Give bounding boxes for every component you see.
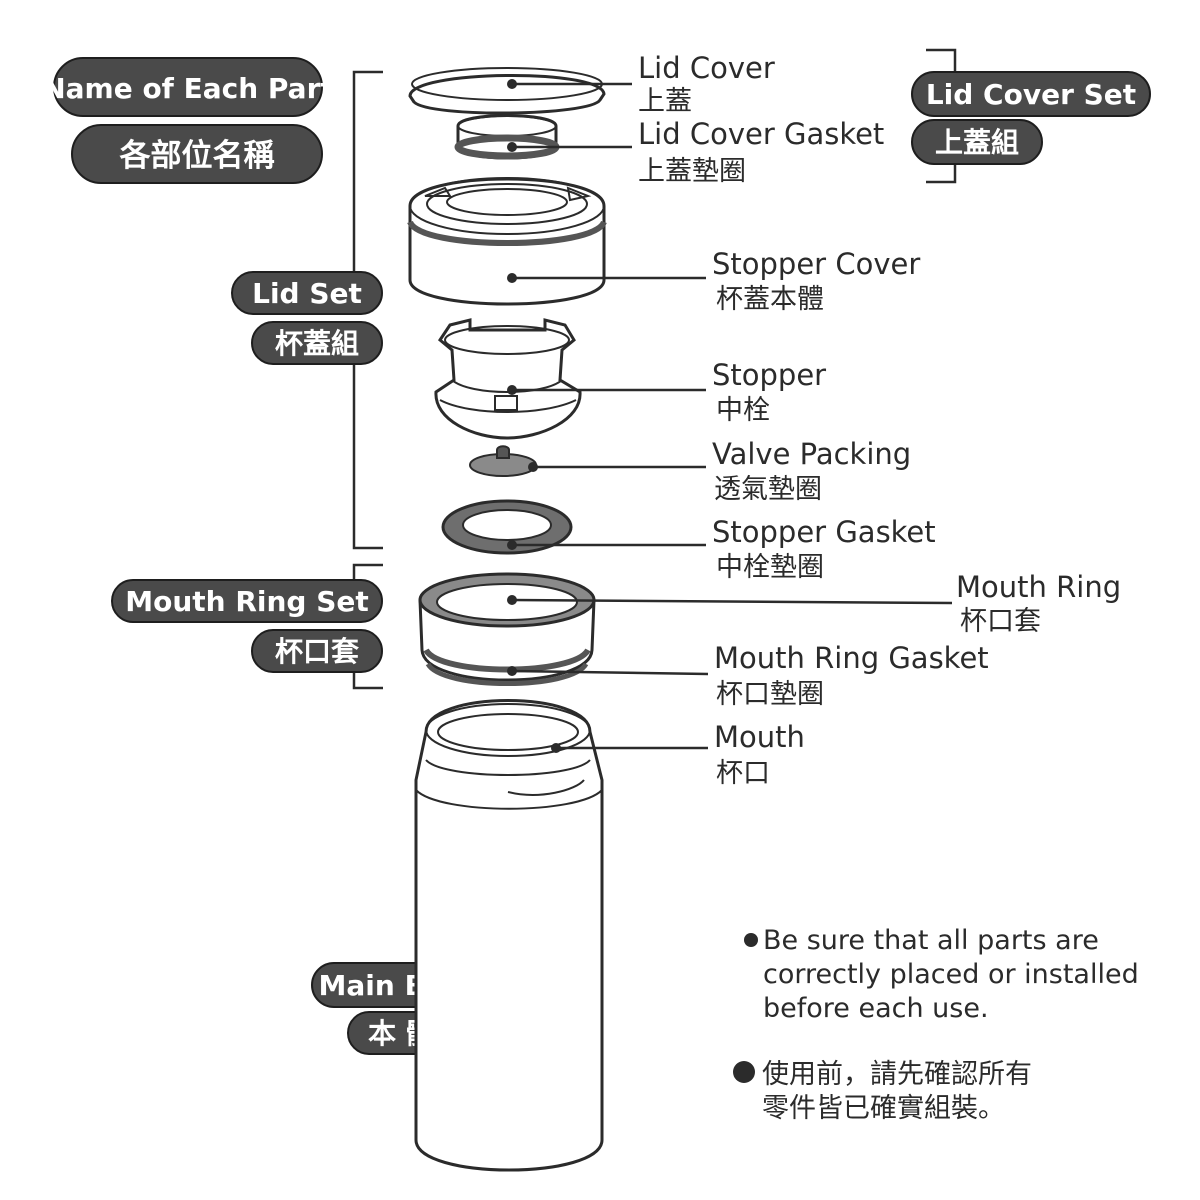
title-zh-pill: 各部位名稱 bbox=[71, 124, 323, 184]
note-en-line-2: correctly placed or installed bbox=[763, 959, 1139, 990]
leader-stopper-gasket bbox=[507, 540, 706, 550]
label-mouth-en: Mouth bbox=[714, 720, 805, 754]
lid-cover-illustration bbox=[408, 67, 606, 115]
label-mouth-ring-gasket-zh: 杯口墊圈 bbox=[716, 679, 824, 710]
lid-cover-gasket-illustration bbox=[454, 114, 560, 160]
lid-cover-set-zh-pill: 上蓋組 bbox=[911, 119, 1043, 165]
label-mouth-ring-zh: 杯口套 bbox=[960, 606, 1041, 637]
label-stopper-zh: 中栓 bbox=[716, 395, 770, 426]
label-lid-cover-zh: 上蓋 bbox=[638, 86, 692, 117]
mouth-ring-set-zh: 杯口套 bbox=[275, 635, 360, 668]
mouth-ring-set-en: Mouth Ring Set bbox=[125, 585, 369, 618]
label-lid-cover-gasket-zh: 上蓋墊圈 bbox=[638, 156, 746, 187]
lid-set-en: Lid Set bbox=[252, 277, 362, 310]
lid-cover-set-bracket bbox=[926, 48, 957, 184]
label-mouth-zh: 杯口 bbox=[716, 758, 770, 789]
main-body-illustration bbox=[414, 699, 604, 1172]
lid-set-en-pill: Lid Set bbox=[231, 271, 383, 315]
label-stopper-cover-zh: 杯蓋本體 bbox=[716, 284, 824, 315]
label-mouth-ring-en: Mouth Ring bbox=[956, 570, 1121, 604]
valve-packing-illustration bbox=[469, 445, 537, 477]
title-zh: 各部位名稱 bbox=[119, 138, 275, 174]
label-valve-packing-en: Valve Packing bbox=[712, 437, 911, 471]
note-en: Be sure that all parts are correctly pla… bbox=[744, 925, 1139, 1024]
label-lid-cover-en: Lid Cover bbox=[638, 51, 775, 85]
leader-valve-packing bbox=[528, 462, 706, 472]
leader-mouth-ring-gasket bbox=[507, 666, 709, 676]
label-stopper-cover-en: Stopper Cover bbox=[712, 247, 920, 281]
mouth-ring-set-zh-pill: 杯口套 bbox=[251, 629, 383, 673]
leader-lid-cover bbox=[507, 79, 632, 89]
mouth-ring-set-en-pill: Mouth Ring Set bbox=[111, 579, 383, 623]
mouth-ring-set-bracket bbox=[352, 563, 383, 690]
lid-cover-set-zh: 上蓋組 bbox=[935, 126, 1019, 159]
title-en: Name of Each Part bbox=[42, 72, 334, 105]
lid-cover-set-en-pill: Lid Cover Set bbox=[911, 71, 1151, 117]
note-en-line-1: Be sure that all parts are bbox=[763, 925, 1099, 956]
lid-cover-set-en: Lid Cover Set bbox=[926, 78, 1136, 111]
label-stopper-gasket-en: Stopper Gasket bbox=[712, 515, 936, 549]
title-en-pill: Name of Each Part bbox=[42, 57, 334, 117]
leader-lid-cover-gasket bbox=[507, 142, 632, 152]
mouth-ring-illustration bbox=[418, 572, 596, 686]
stopper-illustration bbox=[434, 318, 582, 440]
leader-stopper-cover bbox=[507, 273, 706, 283]
note-zh-line-2: 零件皆已確實組裝。 bbox=[762, 1093, 1005, 1124]
label-valve-packing-zh: 透氣墊圈 bbox=[714, 474, 822, 505]
leader-stopper bbox=[507, 385, 706, 395]
stopper-cover-illustration bbox=[407, 177, 607, 306]
stopper-gasket-illustration bbox=[441, 499, 573, 555]
lid-set-zh: 杯蓋組 bbox=[275, 327, 359, 360]
leader-mouth-ring bbox=[507, 595, 953, 605]
label-stopper-en: Stopper bbox=[712, 358, 826, 392]
label-lid-cover-gasket-en: Lid Cover Gasket bbox=[638, 117, 884, 151]
note-en-line-3: before each use. bbox=[763, 993, 989, 1024]
note-zh-line-1: 使用前，請先確認所有 bbox=[762, 1059, 1032, 1090]
label-stopper-gasket-zh: 中栓墊圈 bbox=[716, 552, 824, 583]
leader-mouth bbox=[551, 743, 708, 753]
label-mouth-ring-gasket-en: Mouth Ring Gasket bbox=[714, 641, 989, 675]
lid-set-zh-pill: 杯蓋組 bbox=[251, 321, 383, 365]
note-zh: 使用前，請先確認所有 零件皆已確實組裝。 bbox=[733, 1059, 1032, 1124]
lid-set-bracket bbox=[352, 70, 383, 550]
